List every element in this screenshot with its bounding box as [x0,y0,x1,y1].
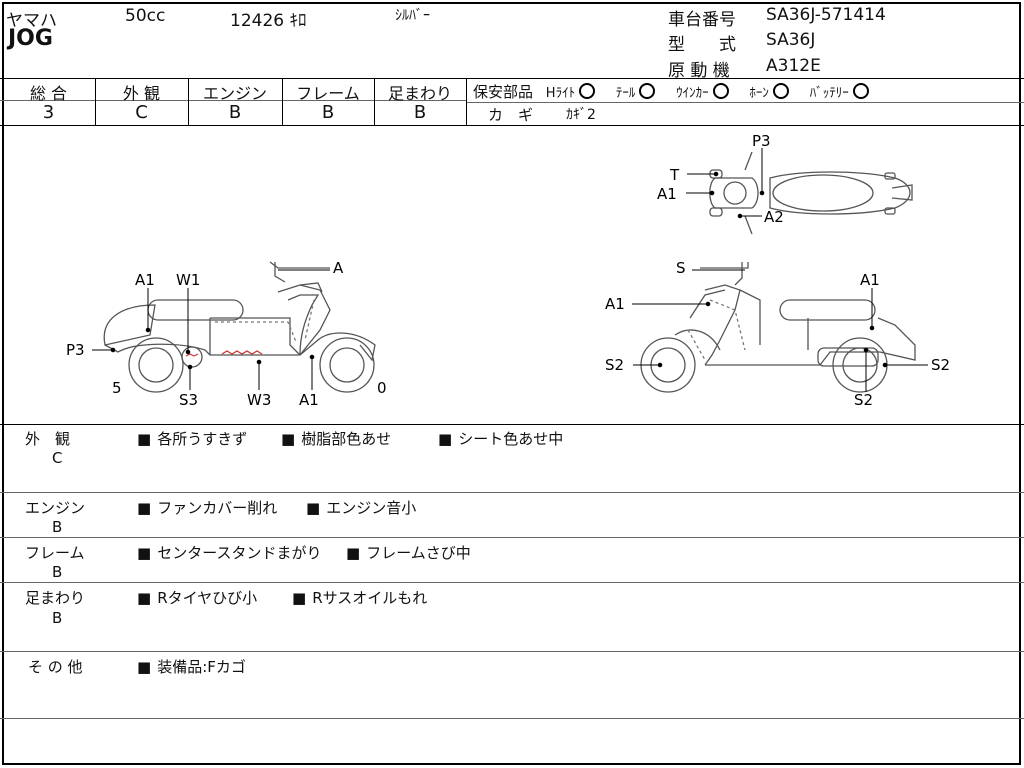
diag-label-a2: A2 [764,208,784,226]
left-scooter-outline [103,261,376,393]
divider [0,125,1024,126]
section-label: そ の 他 [28,658,83,676]
type-label: 型 式 [668,35,736,55]
engine-label: 原 動 機 [668,61,730,81]
diag-label-5: 5 [112,379,122,397]
grade-value-frame: B [321,102,335,123]
divider [0,78,1024,79]
note: ファンカバー削れ [137,497,277,518]
divider [0,100,466,101]
note: センタースタンドまがり [137,542,321,563]
safety-parts-row: 保安部品 Hﾗｲﾄ ﾃｰﾙ ｳｲﾝｶｰ ﾎｰﾝ ﾊﾞｯﾃﾘｰ [473,81,869,102]
divider [95,78,96,125]
diag-label-s: S [676,259,686,277]
displacement: 50cc [125,6,166,26]
grade-value-engine: B [228,102,242,123]
divider [466,102,1024,103]
section-grade: B [52,609,63,627]
diag-label-t: T [669,166,680,184]
section-grade: C [52,449,63,467]
ok-circle-icon [712,83,729,99]
type-value: SA36J [766,30,816,50]
divider [0,582,1024,583]
mileage: 12426 ｷﾛ [230,11,307,31]
note: シート色あせ中 [438,428,563,449]
section-grade: B [52,518,63,536]
ok-circle-icon [579,83,596,99]
diag-label-a1-top: A1 [657,185,677,203]
ok-circle-icon [852,83,869,99]
safety-item-battery: ﾊﾞｯﾃﾘｰ [810,83,869,101]
diag-label-s2-right: S2 [931,356,950,374]
divider [0,492,1024,493]
section-grade: B [52,563,63,581]
section-label: 外 観 [25,430,71,448]
key-value: ｶｷﾞ2 [566,107,596,123]
note: Rサスオイルもれ [292,587,427,608]
diag-label-w1: W1 [176,271,200,289]
diag-label-w3: W3 [247,391,271,409]
note: 各所うすきず [137,428,247,449]
note: 樹脂部色あせ [281,428,391,449]
diag-label-a1b: A1 [299,391,319,409]
grade-value-exterior: C [135,102,148,123]
note: 装備品:Fカゴ [137,656,246,677]
maker: ヤマハ [6,11,57,31]
key-label: カ ギ [488,106,534,124]
ok-circle-icon [639,83,656,99]
diag-label-p3-top: P3 [752,132,771,150]
engine-value: A312E [766,56,821,76]
diag-label-a: A [333,259,344,277]
safety-item-winker: ｳｲﾝｶｰ [676,83,729,101]
frame-no: SA36J-571414 [766,5,886,25]
safety-item-headlight: Hﾗｲﾄ [546,83,596,101]
diag-label-s2-bottom: S2 [854,391,873,409]
top-scooter-outline [709,151,913,235]
note: Rタイヤひび小 [137,587,257,608]
diag-label-s3: S3 [179,391,198,409]
grade-value-suspension: B [413,102,427,123]
grade-label-frame: フレーム [296,84,360,103]
divider [0,424,1024,425]
diag-label-a1-left: A1 [605,295,625,313]
grade-label-total: 総 合 [29,84,68,103]
scooter-diagram: A1 W1 A P3 5 S3 W3 A1 0 S A1 A1 S2 S2 S2… [66,132,950,409]
safety-item-horn: ﾎｰﾝ [749,83,789,101]
grade-value-total: 3 [42,102,55,123]
grade-label-engine: エンジン [202,84,267,103]
divider [0,718,1024,719]
diag-label-0: 0 [377,379,387,397]
divider [188,78,189,125]
section-label: エンジン [25,499,86,517]
note: エンジン音小 [306,497,416,518]
diag-label-s2-left: S2 [605,356,624,374]
frame-no-label: 車台番号 [668,10,736,30]
grade-label-suspension: 足まわり [387,84,452,103]
body-color: ｼﾙﾊﾞｰ [395,8,430,24]
safety-title: 保安部品 [473,83,534,101]
diag-label-p3: P3 [66,341,85,359]
safety-item-tail: ﾃｰﾙ [616,83,656,101]
grade-label-exterior: 外 観 [122,84,161,103]
divider [282,78,283,125]
divider [374,78,375,125]
section-label: 足まわり [25,589,86,607]
diag-label-a1: A1 [135,271,155,289]
section-label: フレーム [25,544,85,562]
model-name: JOG [8,26,53,51]
ok-circle-icon [772,83,789,99]
diag-label-a1-right: A1 [860,271,880,289]
divider [0,537,1024,538]
divider [466,78,467,125]
divider [0,651,1024,652]
note: フレームさび中 [346,542,471,563]
